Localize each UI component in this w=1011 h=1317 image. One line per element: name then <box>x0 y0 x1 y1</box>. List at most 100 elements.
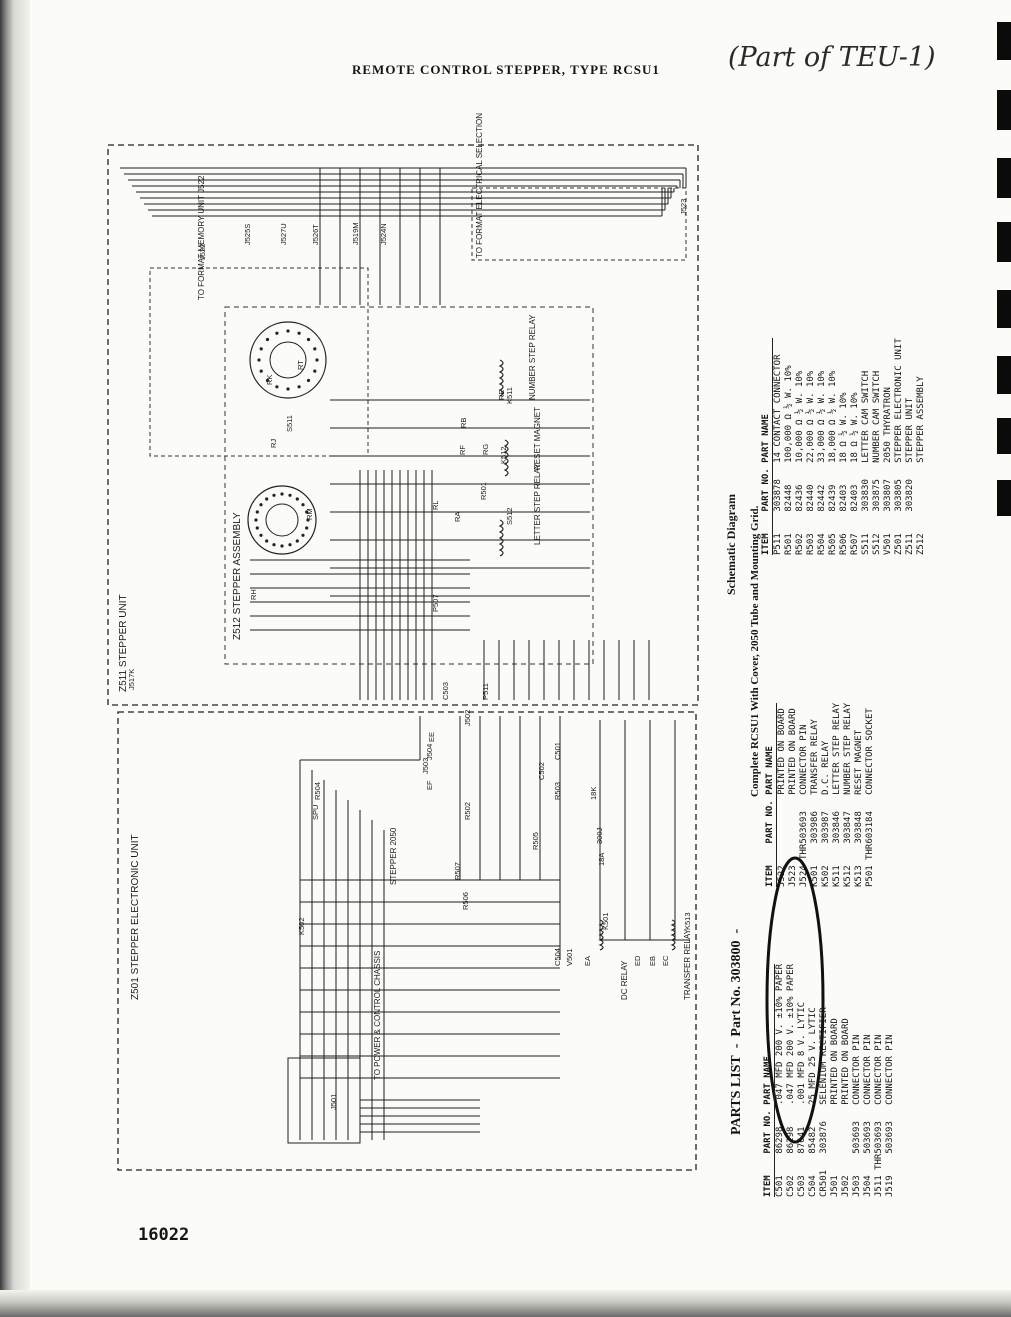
stepper-contact <box>297 331 301 335</box>
component-label: K512 <box>499 446 508 464</box>
component-label: SPU <box>311 805 320 820</box>
component-label: RG <box>481 444 490 455</box>
stepper-contact <box>275 331 279 335</box>
parts-list-heading: PARTS LIST - Part No. 303800 - <box>729 928 744 1135</box>
stepper-contact <box>259 533 263 537</box>
parts-list-row: R503 82440 22,000 Ω ½ W. 10% <box>806 370 816 555</box>
reset-magnet-label: RESET MAGNET <box>533 407 542 470</box>
parts-list-row: R504 82442 33,000 Ω ½ W. 10% <box>817 370 827 555</box>
parts-list-row: R502 82436 10,000 Ω ½ W. 10% <box>795 370 805 555</box>
letter-stepper-wheel <box>247 485 317 555</box>
component-label: J525S <box>243 224 252 245</box>
component-label: K502 <box>297 917 306 935</box>
parts-list-row: C502 86298 .047 MFD 200 V. ±10% PAPER <box>786 964 796 1197</box>
parts-list-row: V501 303807 2050 THYRATRON <box>883 387 893 555</box>
parts-list-row: C504 85482 25 MFD 25 V. LYTIC <box>808 1007 818 1197</box>
component-label: S512 <box>505 507 514 525</box>
stepper-contact <box>257 358 261 362</box>
stepper-contact <box>286 387 290 391</box>
number-step-relay-label: NUMBER STEP RELAY <box>528 314 537 400</box>
transfer-relay-label: TRANSFER RELAY <box>683 928 692 1000</box>
component-label: EC <box>661 955 670 966</box>
stepper-tube-label: STEPPER 2050 <box>389 827 398 885</box>
component-label: R506 <box>461 892 470 910</box>
component-label: J527U <box>279 223 288 245</box>
component-label: J523 <box>679 199 688 215</box>
electronic-unit-label: Z501 STEPPER ELECTRONIC UNIT <box>130 834 141 1000</box>
memory-connector-frame <box>149 267 369 457</box>
stepper-contact <box>259 347 263 351</box>
stepper-contact <box>306 337 311 342</box>
component-label: K511 <box>505 387 514 404</box>
parts-list-row: K502 303987 D.C. RELAY <box>821 740 831 887</box>
index-tab-mark <box>997 22 1011 60</box>
parts-list-row: R506 82403 18 Ω ½ W. 10% <box>839 392 849 555</box>
power-chassis-label: TO POWER & CONTROL CHASSIS <box>373 951 382 1080</box>
component-label: C504 <box>553 948 562 966</box>
stepper-contact <box>297 385 301 389</box>
component-label: EF <box>425 780 434 790</box>
component-label: P511 <box>481 683 490 700</box>
component-label: RB <box>459 418 468 428</box>
stepper-contact <box>272 543 276 547</box>
parts-list-row: J523 PRINTED ON BOARD <box>788 708 798 887</box>
stepper-contact <box>288 543 292 547</box>
component-label: RK <box>265 375 274 385</box>
component-label: J522 <box>198 244 207 260</box>
component-label: R505 <box>531 832 540 850</box>
component-label: J524N <box>379 223 388 245</box>
parts-list-row: J503 503693 CONNECTOR PIN <box>852 1034 862 1197</box>
component-label: RF <box>458 445 467 455</box>
component-label: C503 <box>441 682 450 700</box>
selection-connector-frame <box>471 187 687 261</box>
parts-list-row: P511 303878 14 CONTACT CONNECTOR <box>773 354 783 555</box>
component-label: C502 <box>537 762 546 780</box>
relay-coil <box>498 359 504 397</box>
component-label: R504 <box>313 782 322 800</box>
component-label: 18A <box>597 853 606 866</box>
parts-list-row: R507 82403 18 Ω ½ W. 10% <box>850 392 860 555</box>
scan-bottom-edge <box>0 1290 1011 1317</box>
parts-list-row: J519 503693 CONNECTOR PIN <box>885 1034 895 1197</box>
stepper-contact <box>306 518 310 522</box>
component-label: RJ <box>269 439 278 448</box>
parts-list-row: S511 303830 LETTER CAM SWITCH <box>861 370 871 555</box>
memory-unit-label: TO FORMAT MEMORY UNIT J522 <box>197 175 206 300</box>
stepper-contact <box>306 378 311 383</box>
parts-list-row: S512 303875 NUMBER CAM SWITCH <box>872 370 882 555</box>
stepper-contact <box>301 503 305 507</box>
number-stepper-wheel <box>249 321 327 399</box>
page-number: 16022 <box>138 1225 190 1245</box>
stepper-contact <box>280 492 284 496</box>
component-label: V501 <box>565 948 574 966</box>
stepper-contact <box>265 337 270 342</box>
stepper-contact <box>288 493 292 497</box>
component-label: R501 <box>479 482 488 500</box>
parts-list-row: J511 THR503693 CONNECTOR PIN <box>874 1034 884 1197</box>
parts-list-header: ITEM PART NO. PART NAME <box>763 964 775 1197</box>
component-label: J517K <box>127 669 136 690</box>
component-label: C501 <box>553 742 562 760</box>
component-label: P507 <box>431 594 440 612</box>
parts-list-row: Z501 303805 STEPPER ELECTRONIC UNIT <box>894 338 904 555</box>
parts-list-row: K501 303986 TRANSFER RELAY <box>810 719 820 887</box>
electronic-unit-frame <box>117 711 697 1171</box>
stepper-contact <box>272 493 276 497</box>
index-tab-mark <box>997 222 1011 262</box>
stepper-contact <box>305 510 309 514</box>
index-tab-mark <box>997 480 1011 516</box>
parts-list-area: Schematic Diagram PARTS LIST - Part No. … <box>705 125 926 1205</box>
component-label: J502 <box>463 710 472 726</box>
relay-coil <box>670 919 676 951</box>
parts-list-row: Z512 STEPPER ASSEMBLY <box>916 376 926 555</box>
parts-list-row: C503 87641 .001 MFD 8 V. LYTIC <box>797 1001 807 1197</box>
component-label: RH <box>249 589 258 600</box>
index-tab-mark <box>997 90 1011 130</box>
relay-coil <box>498 519 504 557</box>
stepper-contact <box>259 503 263 507</box>
parts-list-row: J522 PRINTED ON BOARD <box>777 708 787 887</box>
relay-coil <box>503 439 509 477</box>
parts-list-row: R501 82448 100,000 Ω ½ W. 10% <box>784 365 794 555</box>
component-label: J519M <box>351 222 360 245</box>
